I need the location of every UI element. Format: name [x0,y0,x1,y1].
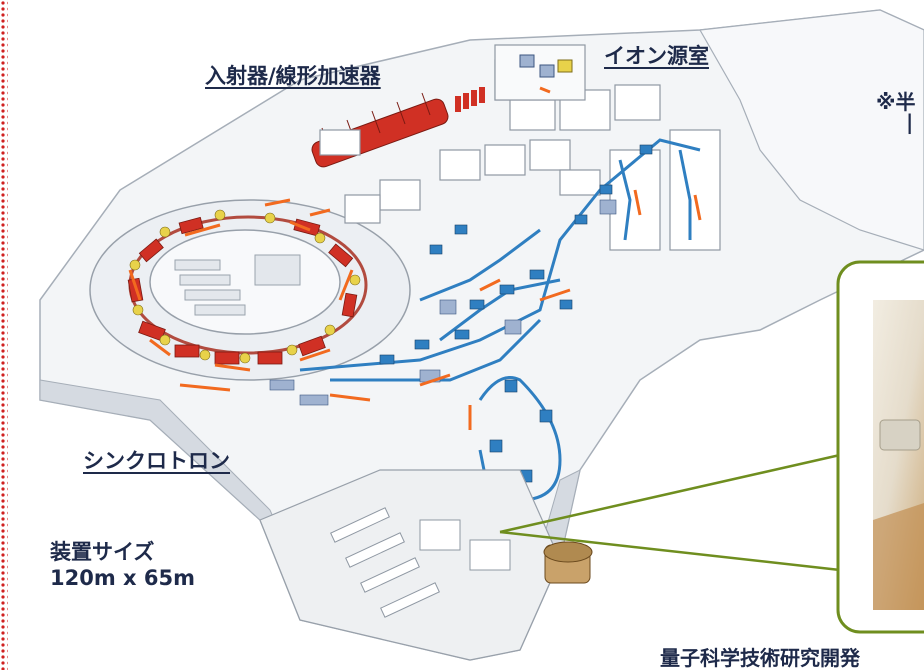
left-border-decoration [0,0,8,670]
synchrotron-label: シンクロトロン [83,449,230,473]
size-title: 装置サイズ [50,540,155,564]
beamline-magnets [379,144,653,483]
synchrotron-ring [127,209,368,365]
note-label: ※半 [876,90,916,114]
treatment-rooms-floor [259,469,561,661]
injector-label: 入射器/線形加速器 [205,64,381,88]
beam-direction-arrows [128,86,702,541]
callout-leader [499,453,841,572]
organization-label: 量子科学技術研究開発 [660,646,860,670]
gantry [543,541,593,584]
right-wing [699,9,924,251]
size-value: 120m x 65m [50,566,195,590]
photo-callout [836,260,924,634]
synchrotron-inner-blocks [174,254,301,316]
ion-source-room-label: イオン源室 [604,44,709,68]
synchrotron-inner [149,229,341,335]
ion-source-room [494,44,586,101]
note-label-line2: | [906,110,914,134]
